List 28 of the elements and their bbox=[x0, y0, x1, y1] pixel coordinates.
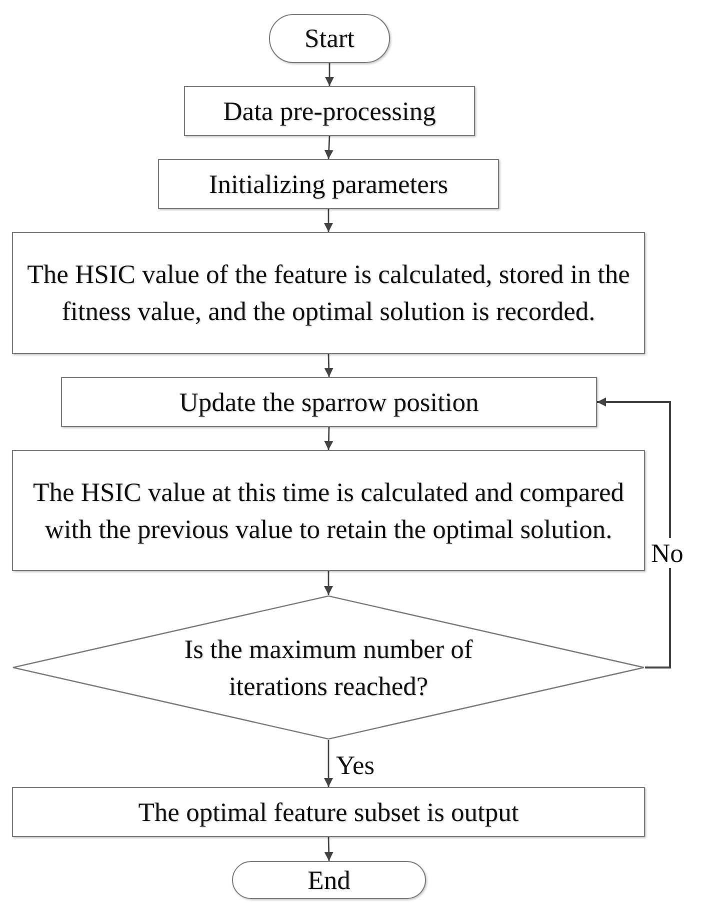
arrow bbox=[324, 354, 334, 378]
arrow bbox=[325, 63, 334, 86]
process-box bbox=[12, 787, 645, 837]
edge-label: No bbox=[650, 538, 684, 568]
process-box bbox=[158, 159, 499, 209]
node-text: Is the maximum number of iterations reached? bbox=[183, 632, 474, 702]
process-box bbox=[184, 86, 475, 136]
arrow bbox=[324, 836, 334, 862]
arrow bbox=[324, 426, 334, 450]
node-text: The optimal feature subset is output bbox=[138, 796, 519, 829]
arrow bbox=[324, 136, 334, 160]
arrow bbox=[324, 571, 333, 595]
process-box bbox=[61, 377, 597, 427]
node-text: End bbox=[308, 864, 350, 896]
node-text: Initializing parameters bbox=[208, 168, 448, 201]
terminal-box bbox=[232, 861, 426, 899]
arrow bbox=[324, 740, 333, 787]
arrow bbox=[324, 209, 333, 232]
node-text: Update the sparrow position bbox=[179, 386, 479, 419]
node-text: The HSIC value at this time is calculated and compared with the previous value to retain the optimal solution. bbox=[32, 476, 625, 546]
arrow bbox=[597, 398, 671, 668]
terminal-box bbox=[269, 14, 390, 63]
process-box bbox=[12, 450, 645, 571]
process-box bbox=[12, 232, 645, 354]
node-text: Data pre-processing bbox=[223, 94, 436, 128]
decision-diamond bbox=[12, 595, 645, 740]
node-text: The HSIC value of the feature is calculated, stored in the fitness value, and the optimal solution is recorded. bbox=[26, 258, 631, 328]
node-text: Start bbox=[304, 22, 355, 55]
